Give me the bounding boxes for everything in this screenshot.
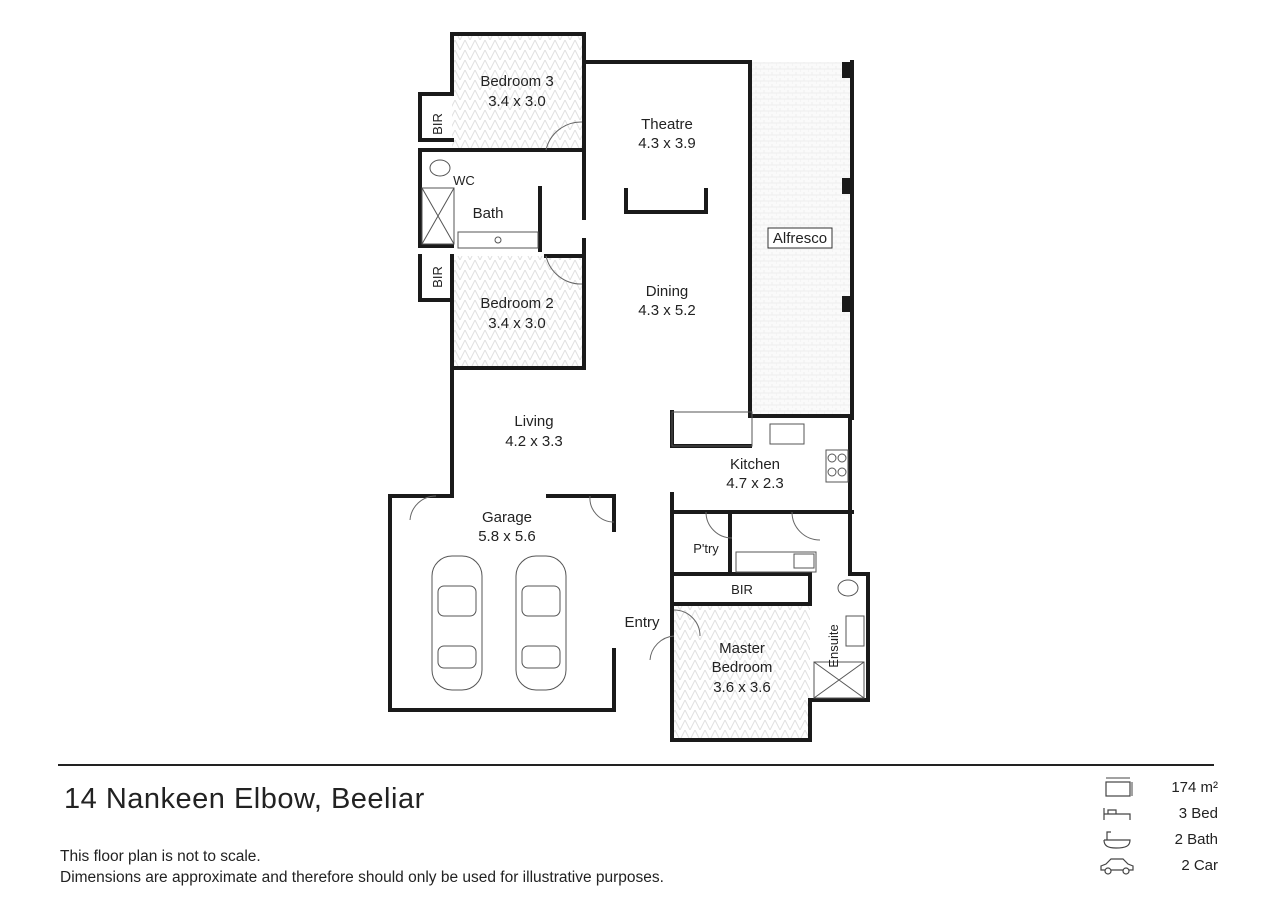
kitchen-dims: 4.7 x 2.3 [726, 475, 784, 492]
garage-walls [388, 494, 616, 712]
living-name: Living [514, 413, 553, 430]
alfresco-edge [748, 60, 854, 420]
car-icon [515, 555, 567, 691]
stat-car: 2 Car [1096, 854, 1218, 880]
garage-name: Garage [482, 509, 532, 526]
area-icon [1105, 777, 1133, 797]
master-floor [672, 604, 810, 738]
disclaimer-line-1: This floor plan is not to scale. [60, 848, 261, 865]
disclaimer: This floor plan is not to scale. Dimensi… [60, 846, 664, 888]
stat-bath-text: 2 Bath [1174, 831, 1218, 848]
ensuite-label: Ensuite [826, 624, 841, 667]
living-dims: 4.2 x 3.3 [505, 433, 563, 450]
bedroom3-floor [452, 36, 582, 150]
stat-bath: 2 Bath [1096, 828, 1218, 854]
bir-label: BIR [430, 113, 445, 135]
theatre-bulkhead [624, 188, 708, 214]
master-name-1: Master [719, 640, 765, 657]
garage-dims: 5.8 x 5.6 [478, 528, 536, 545]
entry-label: Entry [624, 614, 660, 631]
kitchen-name: Kitchen [730, 456, 780, 473]
car-icon [431, 555, 483, 691]
pantry-walls [670, 510, 854, 606]
theatre-name: Theatre [641, 116, 693, 133]
main-walls [582, 60, 752, 418]
property-stats: 174 m² 3 Bed 2 Bath 2 Car [1096, 776, 1218, 880]
master-name-2: Bedroom [712, 659, 773, 676]
car-icon [1100, 858, 1134, 875]
floor-plan: Bedroom 3 3.4 x 3.0 Theatre 4.3 x 3.9 BI… [388, 32, 870, 742]
dining-name: Dining [646, 283, 689, 300]
address-title: 14 Nankeen Elbow, Beeliar [64, 783, 425, 815]
stat-area-text: 174 m² [1171, 779, 1218, 796]
bedroom3-dims: 3.4 x 3.0 [488, 93, 546, 110]
bath-label: Bath [473, 205, 504, 222]
disclaimer-line-2: Dimensions are approximate and therefore… [60, 869, 664, 886]
stat-car-text: 2 Car [1181, 857, 1218, 874]
bir-label: BIR [731, 582, 753, 597]
master-dims: 3.6 x 3.6 [713, 679, 771, 696]
bedroom2-name: Bedroom 2 [480, 295, 553, 312]
bedroom2-floor [452, 256, 582, 368]
bedroom2-dims: 3.4 x 3.0 [488, 315, 546, 332]
bath-icon [1103, 831, 1131, 849]
stat-bed-text: 3 Bed [1178, 805, 1218, 822]
bedroom3-name: Bedroom 3 [480, 73, 553, 90]
stat-bed: 3 Bed [1096, 802, 1218, 828]
alfresco-tag [767, 227, 833, 249]
bir-label: BIR [430, 266, 445, 288]
footer-divider [58, 764, 1214, 766]
stat-area: 174 m² [1096, 776, 1218, 802]
alfresco-label: Alfresco [773, 230, 827, 247]
bed-icon [1103, 808, 1131, 820]
pantry-label: P'try [693, 541, 719, 556]
dining-dims: 4.3 x 5.2 [638, 302, 696, 319]
theatre-dims: 4.3 x 3.9 [638, 135, 696, 152]
wc-label: WC [453, 173, 475, 188]
bedroom-wing-walls [418, 32, 586, 496]
